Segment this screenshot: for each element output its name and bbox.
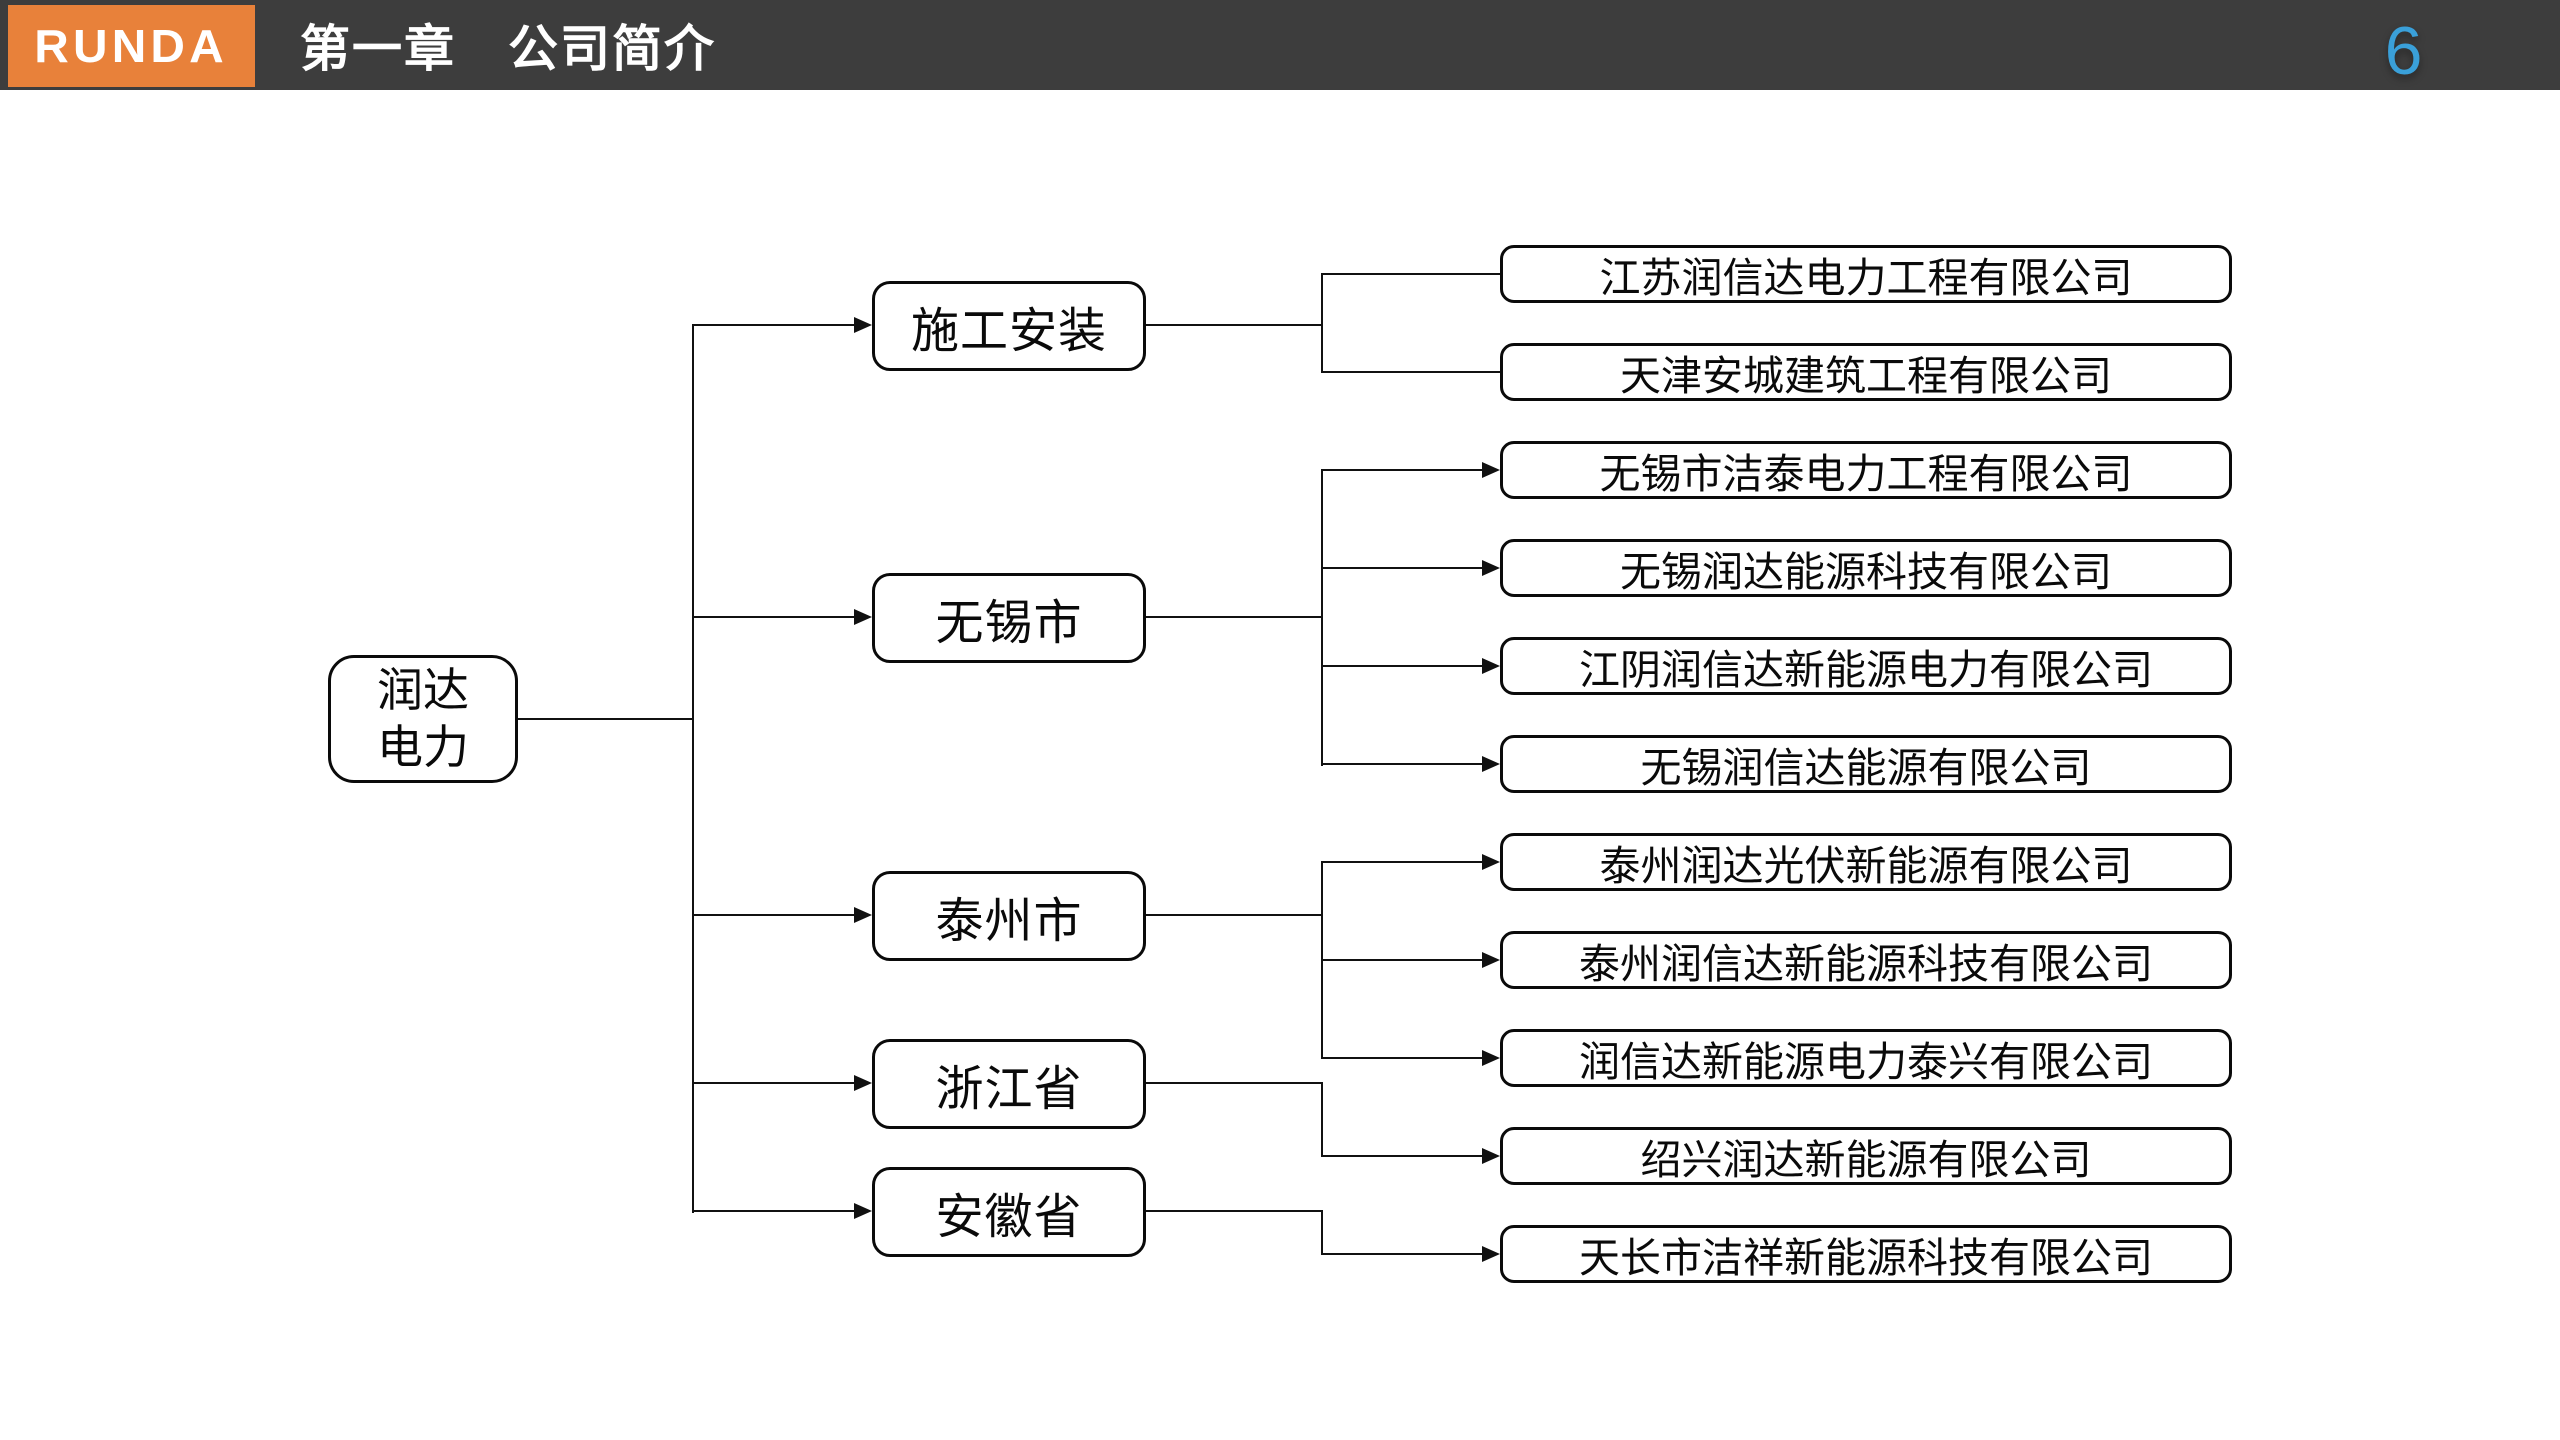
connector-line — [1321, 959, 1484, 961]
company-name: 江阴润信达新能源电力有限公司 — [1579, 647, 2153, 693]
connector-line — [1321, 273, 1323, 373]
arrowhead-icon — [1482, 1148, 1500, 1164]
connector-line — [1321, 1155, 1484, 1157]
arrowhead-icon — [1482, 462, 1500, 478]
branch-label: 泰州市 — [935, 895, 1083, 948]
branch-node-construction: 施工安装 — [872, 281, 1146, 371]
arrowhead-icon — [854, 609, 872, 625]
company-name: 无锡润信达能源有限公司 — [1640, 745, 2092, 791]
connector-line — [1146, 1082, 1322, 1084]
company-node: 无锡润达能源科技有限公司 — [1500, 539, 2232, 597]
connector-line — [1321, 1057, 1484, 1059]
company-name: 润信达新能源电力泰兴有限公司 — [1579, 1039, 2153, 1085]
connector-line — [1321, 469, 1323, 766]
arrowhead-icon — [1482, 1050, 1500, 1066]
company-name: 天津安城建筑工程有限公司 — [1620, 353, 2112, 399]
company-name: 无锡市洁泰电力工程有限公司 — [1599, 451, 2133, 497]
connector-line — [692, 1082, 856, 1084]
root-node: 润达 电力 — [328, 655, 518, 783]
company-node: 泰州润信达新能源科技有限公司 — [1500, 931, 2232, 989]
branch-label: 浙江省 — [935, 1063, 1083, 1116]
company-name: 无锡润达能源科技有限公司 — [1620, 549, 2112, 595]
company-name: 江苏润信达电力工程有限公司 — [1599, 255, 2133, 301]
branch-label: 无锡市 — [935, 597, 1083, 650]
connector-line — [1321, 763, 1484, 765]
connector-line — [1321, 1253, 1484, 1255]
root-node-label-line2: 电力 — [377, 721, 469, 773]
branch-node-taizhou: 泰州市 — [872, 871, 1146, 961]
arrowhead-icon — [854, 317, 872, 333]
arrowhead-icon — [854, 907, 872, 923]
company-node: 江阴润信达新能源电力有限公司 — [1500, 637, 2232, 695]
company-node: 泰州润达光伏新能源有限公司 — [1500, 833, 2232, 891]
company-node: 润信达新能源电力泰兴有限公司 — [1500, 1029, 2232, 1087]
connector-line — [518, 718, 693, 720]
company-name: 天长市洁祥新能源科技有限公司 — [1579, 1235, 2153, 1281]
header-bar: RUNDA 第一章 公司简介 — [0, 0, 2560, 90]
company-name: 泰州润信达新能源科技有限公司 — [1579, 941, 2153, 987]
connector-line — [1321, 1082, 1323, 1157]
branch-label: 施工安装 — [910, 305, 1107, 358]
connector-line — [692, 1210, 856, 1212]
company-node: 无锡润信达能源有限公司 — [1500, 735, 2232, 793]
branch-node-wuxi: 无锡市 — [872, 573, 1146, 663]
company-name: 绍兴润达新能源有限公司 — [1640, 1137, 2092, 1183]
arrowhead-icon — [854, 1203, 872, 1219]
connector-line — [1321, 861, 1484, 863]
connector-line — [1146, 324, 1322, 326]
connector-line — [692, 914, 856, 916]
arrowhead-icon — [854, 1075, 872, 1091]
branch-node-zhejiang: 浙江省 — [872, 1039, 1146, 1129]
connector-line — [1321, 273, 1500, 275]
company-node: 天津安城建筑工程有限公司 — [1500, 343, 2232, 401]
connector-line — [1146, 1210, 1322, 1212]
connector-line — [1321, 371, 1500, 373]
arrowhead-icon — [1482, 952, 1500, 968]
company-node: 无锡市洁泰电力工程有限公司 — [1500, 441, 2232, 499]
root-node-label-line1: 润达 — [377, 663, 469, 716]
arrowhead-icon — [1482, 658, 1500, 674]
company-node: 江苏润信达电力工程有限公司 — [1500, 245, 2232, 303]
connector-line — [1146, 616, 1322, 618]
connector-line — [692, 324, 694, 1213]
slide-title: 第一章 公司简介 — [300, 21, 716, 77]
branch-label: 安徽省 — [935, 1191, 1083, 1244]
page-number: 6 — [2384, 13, 2423, 89]
page-number-ribbon: 6 — [2333, 0, 2474, 110]
arrowhead-icon — [1482, 1246, 1500, 1262]
connector-line — [692, 616, 856, 618]
arrowhead-icon — [1482, 854, 1500, 870]
arrowhead-icon — [1482, 560, 1500, 576]
company-name: 泰州润达光伏新能源有限公司 — [1599, 843, 2133, 889]
connector-line — [692, 324, 856, 326]
connector-line — [1321, 665, 1484, 667]
company-node: 绍兴润达新能源有限公司 — [1500, 1127, 2232, 1185]
branch-node-anhui: 安徽省 — [872, 1167, 1146, 1257]
connector-line — [1321, 1210, 1323, 1255]
arrowhead-icon — [1482, 756, 1500, 772]
logo-text: RUNDA — [34, 20, 229, 72]
runda-logo: RUNDA — [8, 5, 255, 87]
company-node: 天长市洁祥新能源科技有限公司 — [1500, 1225, 2232, 1283]
connector-line — [1321, 567, 1484, 569]
connector-line — [1321, 469, 1484, 471]
connector-line — [1146, 914, 1322, 916]
